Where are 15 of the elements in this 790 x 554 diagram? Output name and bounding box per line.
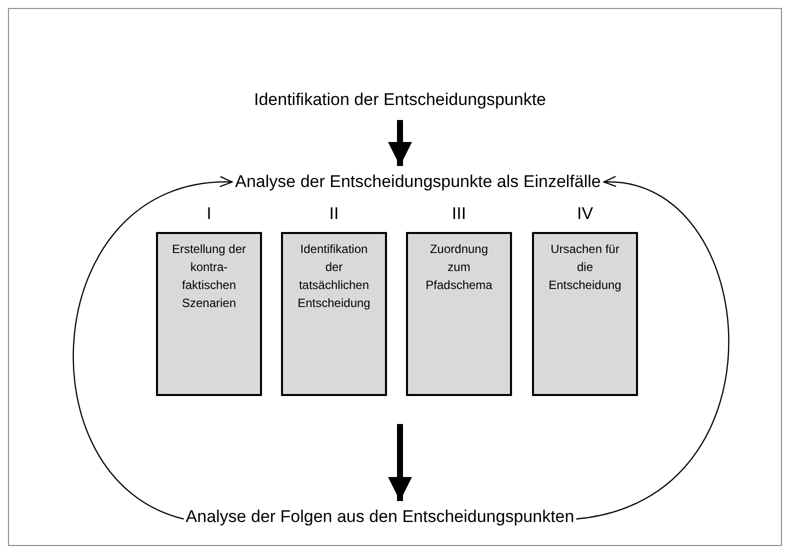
curved-arrow	[576, 178, 730, 520]
step-heading: Analyse der Entscheidungspunkte als Einzelfälle	[235, 170, 601, 194]
step-heading: Identifikation der Entscheidungspunkte	[254, 88, 546, 112]
step-text: Erstellung der kontra- faktischen Szenarien	[170, 241, 248, 312]
step-numeral: II	[329, 203, 339, 225]
step-numeral: IV	[576, 203, 594, 225]
step-text: Zuordnung zum Pfadschema	[424, 241, 494, 294]
thick-arrow	[388, 120, 412, 166]
step-numeral: III	[452, 203, 466, 225]
step-heading: Analyse der Folgen aus den Entscheidungspunkten	[186, 505, 574, 529]
step-text: Ursachen für die Entscheidung	[548, 241, 622, 294]
thick-arrow	[388, 424, 412, 501]
step-text: Identifikation der tatsächlichen Entscheidung	[296, 241, 372, 312]
curved-arrow	[73, 178, 233, 520]
step-numeral: I	[206, 203, 212, 225]
